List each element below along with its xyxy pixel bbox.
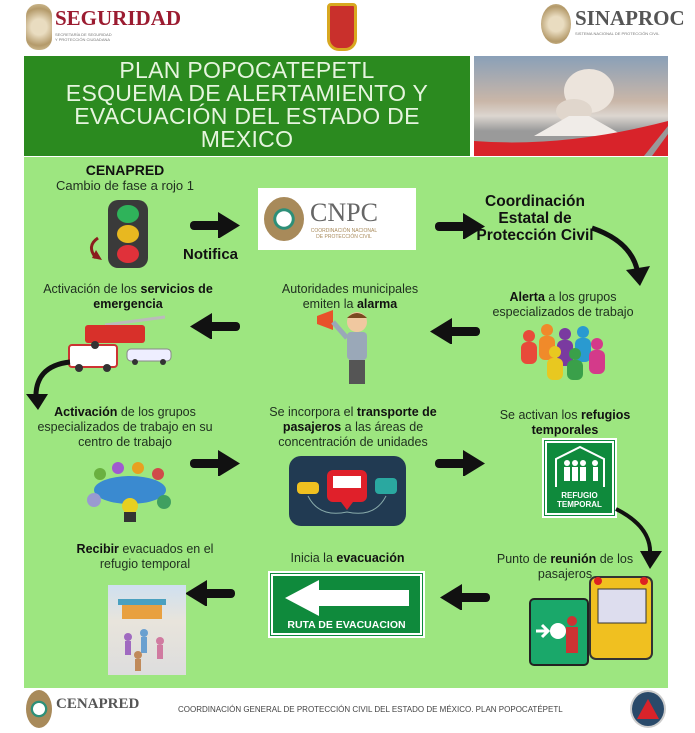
curved-arrow-icon (615, 507, 662, 569)
step-autoridades: Autoridades municipales emiten la alarma (270, 282, 430, 312)
arrow-right-icon (190, 212, 240, 238)
arrow-left-icon (440, 584, 490, 610)
step-cenapred: CENAPRED Cambio de fase a rojo 1 (40, 162, 210, 194)
seguridad-subtitle: SECRETARÍA DE SEGURIDAD Y PROTECCIÓN CIU… (55, 32, 112, 42)
sign-text: RUTA DE EVACUACION (287, 619, 406, 631)
step-title: CENAPRED (85, 162, 165, 178)
cnpc-name: CNPC (310, 198, 378, 227)
step-transporte: Se incorpora el transporte de pasajeros … (268, 405, 438, 450)
sign-text: REFUGIO (561, 491, 598, 500)
arrow-left-sign-icon (284, 580, 409, 616)
sinaproc-subtitle: SISTEMA NACIONAL DE PROTECCIÓN CIVIL (575, 31, 660, 36)
title-line: EVACUACIÓN DEL ESTADO DE (74, 103, 420, 129)
step-text: Inicia la (290, 551, 337, 565)
footer-text: COORDINACIÓN GENERAL DE PROTECCIÓN CIVIL… (178, 705, 563, 714)
step-text: Se activan los (499, 408, 581, 422)
shelter-people-icon (554, 445, 605, 487)
step-text: Autoridades municipales emiten la (281, 282, 419, 311)
step-text: a las áreas de concentración de unidades (278, 420, 428, 449)
bold-text: alarma (356, 297, 398, 311)
curved-arrow-icon (26, 359, 71, 410)
step-text: a los grupos especializados de trabajo (492, 290, 634, 319)
page-title: PLAN POPOCATEPETL ESQUEMA DE ALERTAMIENT… (24, 56, 470, 156)
step-inicia-evacuacion: Inicia la evacuación (270, 551, 425, 566)
cnpc-logo: CNPC COORDINACIÓN NACIONAL DE PROTECCIÓN… (258, 188, 416, 250)
step-refugios: Se activan los refugios temporales (495, 408, 635, 438)
traffic-light-icon (108, 200, 148, 268)
shelter-crowd-image (108, 585, 186, 675)
arrow-left-icon (430, 318, 480, 344)
notifica-label: Notifica (183, 246, 239, 263)
sinaproc-seal-logo (541, 4, 571, 44)
bold-text: transporte de pasajeros (282, 405, 437, 434)
step-coordinacion-estatal: Coordinación Estatal de Protección Civil (476, 193, 594, 244)
bold-text: Activación (54, 405, 118, 419)
mexico-seal-logo (26, 4, 52, 50)
step-text: Cambio de fase a rojo 1 (55, 178, 195, 193)
step-text: Activación de los (43, 282, 141, 296)
title-line: ESQUEMA DE ALERTAMIENTO Y (65, 80, 429, 106)
meeting-table-icon (80, 460, 180, 522)
curved-arrow-icon (591, 225, 650, 286)
cenapred-logo: CENAPRED (56, 696, 140, 712)
seguridad-logo: SEGURIDAD (55, 6, 182, 30)
arrow-left-icon (185, 580, 235, 606)
man-megaphone-icon (315, 308, 380, 386)
bold-text: refugios temporales (531, 408, 631, 437)
arrow-right-icon (190, 450, 240, 476)
cnpc-sub: COORDINACIÓN NACIONAL (310, 228, 378, 234)
step-text: evacuados en el refugio temporal (99, 542, 214, 571)
step-text: Se incorpora el (269, 405, 357, 419)
emergency-vehicles-icon (65, 315, 185, 373)
bold-text: evacuación (336, 551, 405, 565)
bold-text: Recibir (76, 542, 119, 556)
cenapred-seal-logo (26, 690, 52, 728)
step-recibir: Recibir evacuados en el refugio temporal (70, 542, 220, 572)
ruta-evacuacion-sign: RUTA DE EVACUACION (268, 571, 425, 638)
meeting-point-bus-icon (528, 575, 656, 667)
sign-text: TEMPORAL (557, 500, 602, 509)
step-text: de los grupos especializados de trabajo … (37, 405, 213, 449)
sinaproc-logo: SINAPROC (575, 6, 685, 30)
proteccion-civil-logo (630, 690, 666, 728)
step-activacion-grupos: Activación de los grupos especializados … (30, 405, 220, 450)
arrow-left-icon (190, 313, 240, 339)
refugio-temporal-sign: REFUGIO TEMPORAL (542, 438, 617, 518)
curved-arrow-icon (90, 236, 102, 260)
title-line: PLAN POPOCATEPETL (119, 57, 375, 83)
arrow-right-icon (435, 450, 485, 476)
bold-text: Alerta (509, 290, 545, 304)
volcano-image (474, 56, 668, 156)
cnpc-seal-icon (264, 197, 304, 241)
cnpc-sub: DE PROTECCIÓN CIVIL (316, 234, 372, 240)
bold-text: reunión (550, 552, 597, 566)
step-alerta: Alerta a los grupos especializados de tr… (488, 290, 638, 320)
transport-icon (289, 456, 406, 526)
title-line: MEXICO (200, 126, 294, 152)
step-text: de los pasajeros (537, 552, 634, 581)
bold-text: servicios de emergencia (93, 282, 213, 311)
people-group-icon (515, 322, 610, 380)
edomex-shield-logo (327, 3, 357, 51)
step-servicios-emergencia: Activación de los servicios de emergenci… (28, 282, 228, 312)
step-text: Punto de (496, 552, 551, 566)
step-punto-reunion: Punto de reunión de los pasajeros (480, 552, 650, 582)
